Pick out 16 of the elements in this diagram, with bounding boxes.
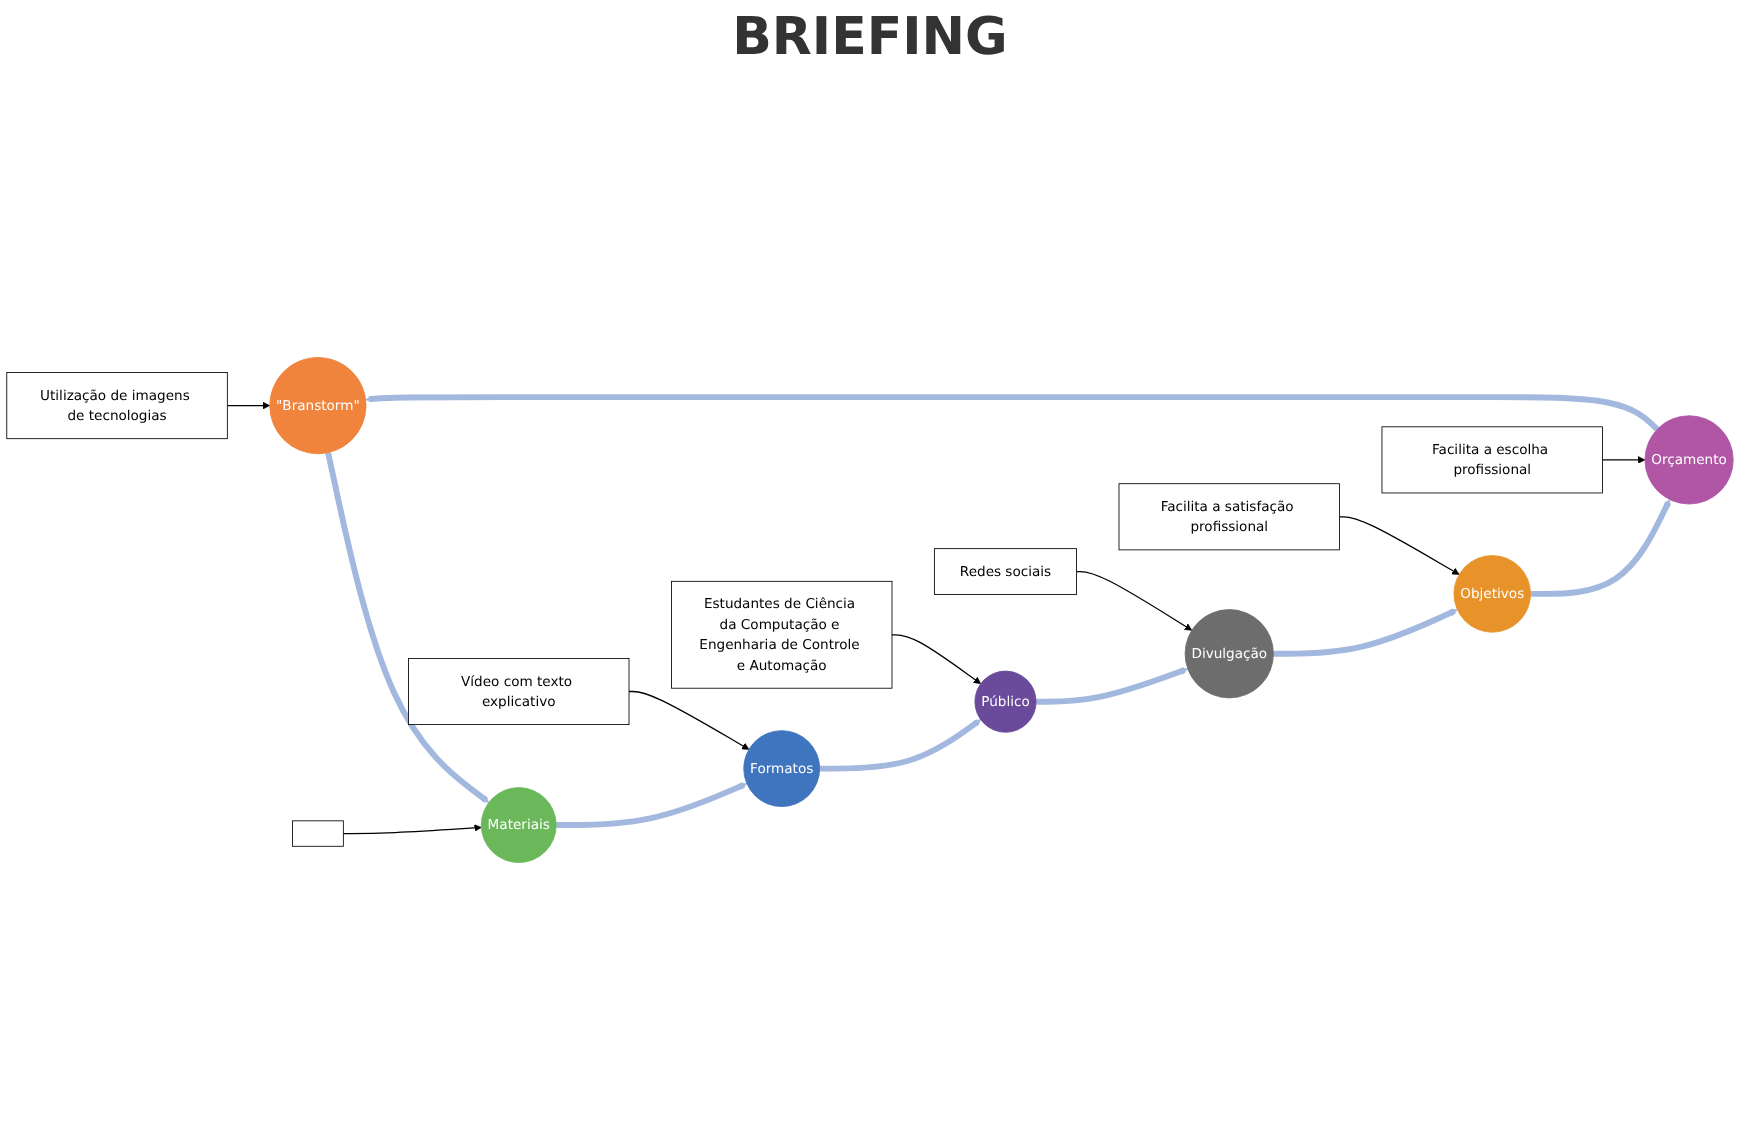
arrow [891,634,982,685]
arrow [365,394,1660,432]
arrow [819,719,982,772]
center-label: BRIEFING [732,8,1008,68]
arrow [1273,608,1458,657]
arrow [1036,667,1189,705]
arrow [556,782,748,829]
arrow [1530,499,1671,597]
arrow [226,401,271,410]
arrow [1075,570,1193,631]
arrow [325,452,490,803]
node-box [292,820,344,847]
arrow [1338,516,1460,575]
arrow [628,690,750,750]
arrow [1601,456,1646,464]
arrow [342,824,482,835]
